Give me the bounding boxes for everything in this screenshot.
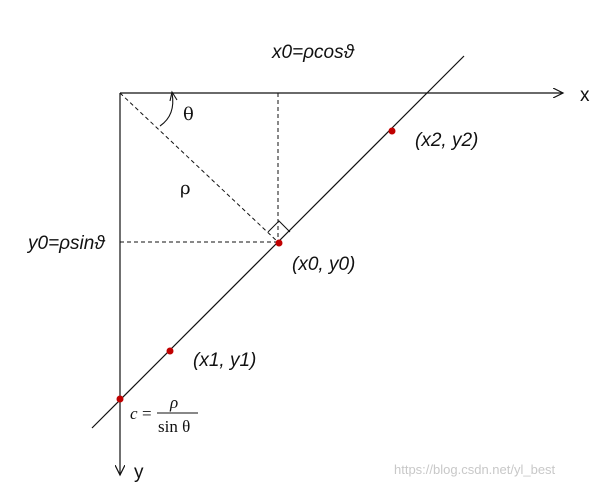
intercept-equals: = bbox=[142, 404, 152, 423]
point-x1-y1 bbox=[166, 347, 174, 355]
point-x2-y2 bbox=[388, 127, 396, 135]
point-x0-y0-label: (x0, y0) bbox=[292, 254, 355, 275]
x-axis-label: x bbox=[580, 85, 590, 106]
point-x1-y1-label: (x1, y1) bbox=[193, 350, 256, 371]
point-x2-y2-label: (x2, y2) bbox=[415, 130, 478, 151]
angle-arc bbox=[159, 92, 174, 127]
intercept-lhs: c bbox=[130, 404, 138, 423]
angle-arc-arrow bbox=[169, 90, 178, 102]
intercept-numerator: ρ bbox=[169, 393, 178, 412]
rho-dashed-line bbox=[119, 92, 280, 244]
point-intercept-c bbox=[116, 395, 124, 403]
y0-formula: y0=ρsinϑ bbox=[26, 233, 105, 254]
watermark-text: https://blog.csdn.net/yl_best bbox=[394, 462, 556, 477]
theta-label: θ bbox=[183, 104, 194, 125]
rho-label: ρ bbox=[180, 178, 191, 199]
x0-formula: x0=ρcosϑ bbox=[271, 42, 355, 63]
intercept-denominator: sin θ bbox=[158, 417, 190, 436]
y-axis-label: y bbox=[134, 462, 144, 483]
right-angle-marker bbox=[267, 220, 291, 233]
point-x0-y0 bbox=[275, 239, 283, 247]
